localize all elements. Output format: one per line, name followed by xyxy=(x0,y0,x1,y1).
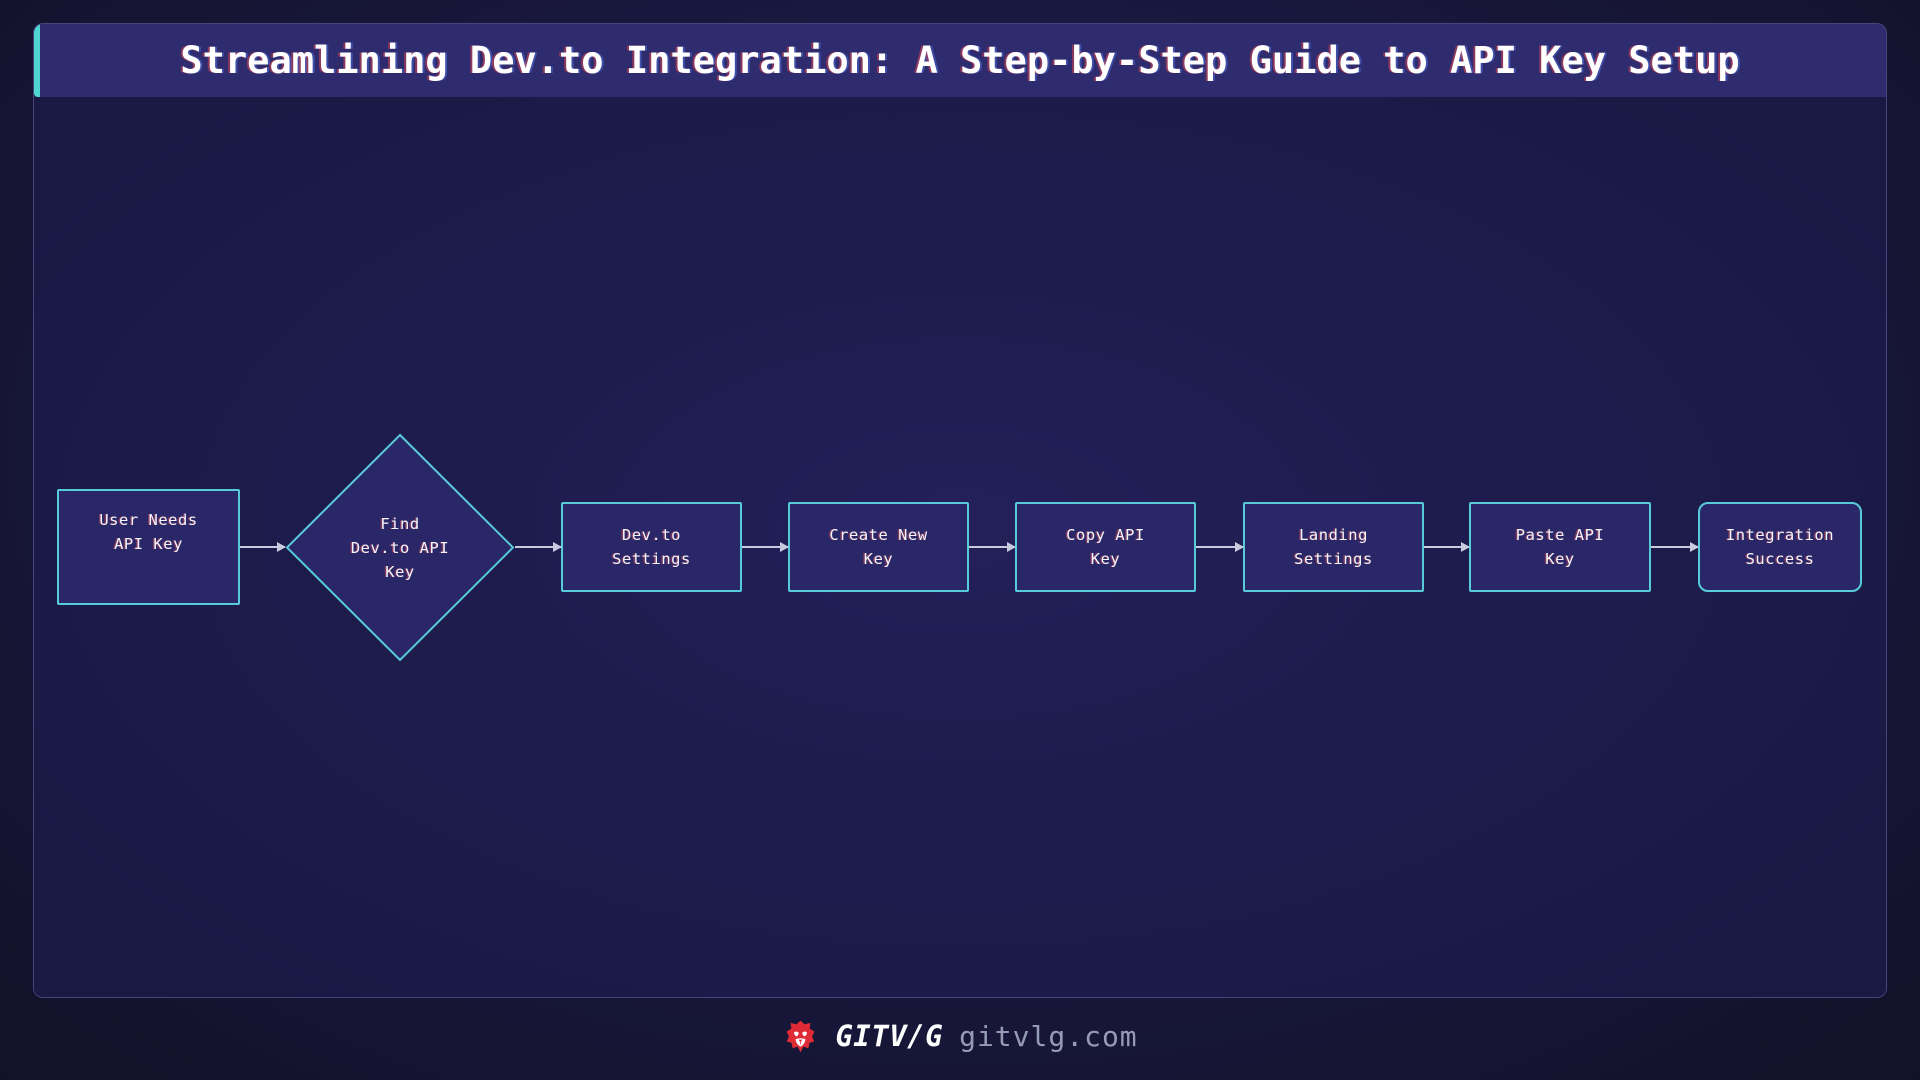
node-label-line: Paste API xyxy=(1515,526,1605,544)
brand-name: GITV/G xyxy=(835,1019,944,1053)
node-label-line: Success xyxy=(1745,550,1815,568)
flowchart-area: User Needs API Key Find Dev.to API Key D… xyxy=(34,97,1886,997)
title-accent-bar xyxy=(34,24,40,97)
flow-node-paste-api-key: Paste API Key xyxy=(1469,502,1651,592)
flow-node-copy-api-key: Copy API Key xyxy=(1015,502,1196,592)
flow-node-landing-settings: Landing Settings xyxy=(1243,502,1424,592)
node-label-line: Settings xyxy=(612,550,691,568)
main-panel: Streamlining Dev.to Integration: A Step-… xyxy=(33,23,1887,998)
node-label-line: Dev.to API xyxy=(350,538,450,557)
node-label-line: Key xyxy=(1090,550,1121,568)
diamond-label: Find Dev.to API Key xyxy=(285,433,515,662)
page-title: Streamlining Dev.to Integration: A Step-… xyxy=(180,39,1740,82)
flow-arrow xyxy=(742,542,789,552)
node-label-line: Copy API xyxy=(1066,526,1145,544)
flow-arrow xyxy=(240,542,286,552)
flow-arrow xyxy=(1651,542,1699,552)
flow-arrow xyxy=(969,542,1016,552)
node-label-line: Dev.to xyxy=(622,526,681,544)
node-label-line: Settings xyxy=(1294,550,1373,568)
flow-node-find-devto-api-key: Find Dev.to API Key xyxy=(285,433,515,662)
node-label-line: Key xyxy=(385,562,415,581)
node-label-line: User Needs xyxy=(99,511,198,529)
flow-node-user-needs-api-key: User Needs API Key xyxy=(57,489,240,605)
flow-arrow xyxy=(1196,542,1244,552)
title-bar: Streamlining Dev.to Integration: A Step-… xyxy=(34,24,1886,97)
node-label-line: Integration xyxy=(1725,526,1835,544)
diamond-shape xyxy=(285,433,515,662)
brand-domain: gitvlg.com xyxy=(959,1019,1138,1053)
footer: GITV/G gitvlg.com xyxy=(0,998,1920,1074)
flow-node-devto-settings: Dev.to Settings xyxy=(561,502,742,592)
node-label-line: Find xyxy=(380,514,420,533)
flow-node-integration-success: Integration Success xyxy=(1698,502,1862,592)
flow-arrow xyxy=(515,542,562,552)
node-label-line: API Key xyxy=(114,535,183,553)
node-label-line: Landing xyxy=(1299,526,1368,544)
flow-node-create-new-key: Create New Key xyxy=(788,502,969,592)
flow-arrow xyxy=(1424,542,1470,552)
lion-icon xyxy=(786,1020,815,1052)
node-label-line: Create New xyxy=(829,526,928,544)
node-label-line: Key xyxy=(863,550,894,568)
node-label-line: Key xyxy=(1545,550,1575,568)
